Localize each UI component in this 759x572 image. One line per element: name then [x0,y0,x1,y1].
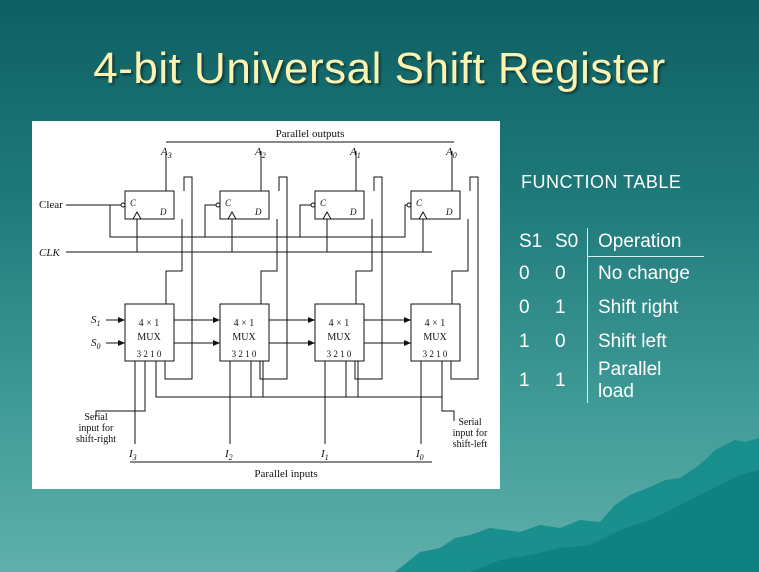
ff-c-label: C [130,198,137,208]
cell-s1: 0 [519,297,530,318]
cell-s0: 0 [549,325,588,359]
serial-right-label-line1: Serial [84,412,108,423]
mux-label-mid: MUX [327,332,351,343]
mux-label-top: 4 × 1 [425,318,446,329]
mux-label-mid: MUX [423,332,447,343]
input-label-i0: I0 [415,448,424,462]
cell-operation: No change [598,263,690,284]
ff-c-label: C [320,198,327,208]
cell-s0: 1 [549,359,588,403]
ff-d-label: D [254,207,262,217]
serial-left-label-line2: input for [453,428,488,439]
mux-input-numbers: 3 2 1 0 [327,349,352,359]
s1-label: S1 [91,314,101,328]
function-table-header: S1 S0 Operation [513,228,704,257]
mux-label-top: 4 × 1 [139,318,160,329]
s0-label: S0 [91,337,101,351]
mux-label-mid: MUX [232,332,256,343]
shift-register-diagram: Parallel outputs A3 A2 A1 A0 Clear CLK C… [32,121,500,489]
header-s1: S1 [519,231,543,253]
cell-operation: Shift left [598,331,667,352]
serial-left-label-line3: shift-left [453,439,488,450]
mux-label-top: 4 × 1 [234,318,255,329]
input-label-i1: I1 [320,448,329,462]
serial-right-label-line2: input for [79,423,114,434]
clk-label: CLK [39,247,60,259]
parallel-inputs-label: Parallel inputs [254,468,317,480]
cell-s1: 1 [519,370,530,391]
function-table: S1 S0 Operation 0 0 No change 0 1 Shift … [513,228,704,403]
clear-label: Clear [39,199,63,211]
output-label-a3: A3 [160,146,172,160]
parallel-outputs-label: Parallel outputs [276,128,345,140]
ff-d-label: D [445,207,453,217]
cell-s0: 0 [549,256,588,291]
slide-title: 4-bit Universal Shift Register [93,44,666,93]
table-row: 0 1 Shift right [513,291,704,325]
serial-left-label-line1: Serial [458,417,482,428]
serial-right-label-line3: shift-right [76,434,116,445]
table-row: 1 0 Shift left [513,325,704,359]
circuit-svg: Parallel outputs A3 A2 A1 A0 Clear CLK C… [39,128,488,480]
ff-d-label: D [349,207,357,217]
function-table-title: FUNCTION TABLE [521,172,682,192]
cell-s1: 1 [519,331,530,352]
ff-c-label: C [416,198,423,208]
input-label-i3: I3 [128,448,137,462]
mux-label-top: 4 × 1 [329,318,350,329]
output-label-a0: A0 [445,146,457,160]
mux-input-numbers: 3 2 1 0 [137,349,162,359]
output-label-a2: A2 [254,146,266,160]
cell-operation: Shift right [598,297,679,318]
input-label-i2: I2 [224,448,233,462]
ff-c-label: C [225,198,232,208]
header-s0: S0 [549,228,588,257]
cell-s1: 0 [519,262,530,284]
table-row: 1 1 Parallel load [513,359,704,403]
cell-operation: Parallel load [598,359,662,402]
header-operation: Operation [587,228,704,257]
output-label-a1: A1 [349,146,361,160]
cell-s0: 1 [549,291,588,325]
mux-input-numbers: 3 2 1 0 [423,349,448,359]
mux-label-mid: MUX [137,332,161,343]
table-row: 0 0 No change [513,256,704,291]
mux-input-numbers: 3 2 1 0 [232,349,257,359]
ff-d-label: D [159,207,167,217]
